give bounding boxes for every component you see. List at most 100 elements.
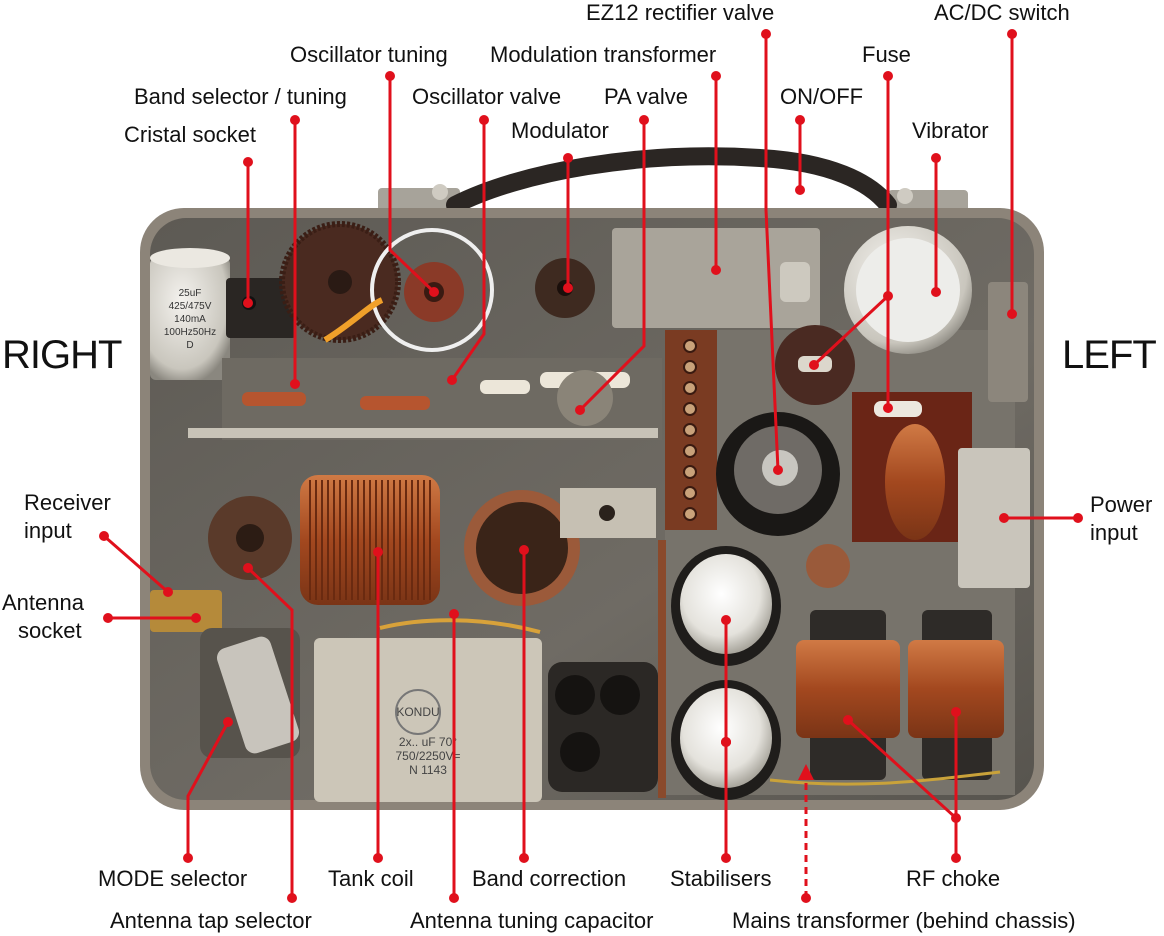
leader-mode-selector xyxy=(186,721,230,858)
label-band-selector-tuning: Band selector / tuning xyxy=(134,84,347,109)
handle-screw-right xyxy=(897,188,913,204)
leader-on-off-target-dot xyxy=(795,185,805,195)
band-switch-center xyxy=(236,524,264,552)
antenna-cap-marking: 750/2250V= xyxy=(395,749,460,763)
leader-fuse-target-dot xyxy=(809,360,819,370)
label-cristal-socket: Cristal socket xyxy=(124,122,257,147)
leader-power-input-target-dot xyxy=(999,513,1009,523)
leader-pa-valve-target-dot xyxy=(575,405,585,415)
cap-25uf-top xyxy=(150,248,230,268)
terminal-screw xyxy=(683,402,697,416)
label-modulation-transformer: Modulation transformer xyxy=(490,42,717,67)
right-side-label: RIGHT xyxy=(2,333,122,377)
leader-acdc-target-dot xyxy=(1007,309,1017,319)
leader-fuse-b-label-dot xyxy=(883,291,893,301)
leader-antenna-tap-label-dot xyxy=(287,893,297,903)
label-acdc-switch: AC/DC switch xyxy=(934,0,1070,25)
terminal-screw xyxy=(683,381,697,395)
leader-tank-coil-label-dot xyxy=(373,853,383,863)
stabiliser-top-glass xyxy=(680,554,772,654)
leader-fuse-label-dot xyxy=(883,71,893,81)
leader-stabiliser-lower-dot xyxy=(721,737,731,747)
terminal-screw xyxy=(683,465,697,479)
electrolytic-c xyxy=(560,732,600,772)
antenna-tuning-cap-box xyxy=(314,638,542,802)
leader-ez12 xyxy=(764,34,780,471)
leader-vibrator-target-dot xyxy=(931,287,941,297)
label-modulator: Modulator xyxy=(511,118,609,143)
pa-valve-socket xyxy=(557,370,613,426)
leader-antenna-socket-target-dot xyxy=(191,613,201,623)
leader-acdc-label-dot xyxy=(1007,29,1017,39)
tuning-gear-hub xyxy=(328,270,352,294)
leader-osc-tuning xyxy=(388,76,436,294)
label-antenna-socket-line2: socket xyxy=(18,618,82,643)
leader-mode-selector-target-dot xyxy=(223,717,233,727)
chassis-rail xyxy=(188,428,658,438)
label-mains-transformer: Mains transformer (behind chassis) xyxy=(732,908,1076,933)
leader-mode-selector-label-dot xyxy=(183,853,193,863)
leader-band-correction-label-dot xyxy=(519,853,529,863)
label-power-input-line2: input xyxy=(1090,520,1138,545)
leader-modulator-label-dot xyxy=(563,153,573,163)
label-power-input-line1: Power xyxy=(1090,492,1153,517)
antenna-cap-marking: KONDU xyxy=(396,705,439,719)
leader-mains-transformer-arrowhead xyxy=(798,764,814,780)
leader-mod-transformer-label-dot xyxy=(711,71,721,81)
leader-osc-valve-label-dot xyxy=(479,115,489,125)
rf-choke-right-winding xyxy=(908,640,1004,738)
left-side-label: LEFT xyxy=(1062,333,1157,377)
label-antenna-socket-line1: Antenna xyxy=(2,590,84,615)
leader-stabilisers-label-dot xyxy=(721,853,731,863)
antenna-socket-body xyxy=(150,590,222,632)
terminal-screw xyxy=(683,507,697,521)
leader-tank-coil-target-dot xyxy=(373,547,383,557)
cap-25uf-can xyxy=(150,258,230,380)
label-tank-coil: Tank coil xyxy=(328,866,414,891)
leader-on-off-label-dot xyxy=(795,115,805,125)
power-input-box xyxy=(958,448,1030,588)
label-oscillator-tuning: Oscillator tuning xyxy=(290,42,448,67)
leader-mains-transformer-label-dot xyxy=(801,893,811,903)
leader-antenna-socket-label-dot xyxy=(103,613,113,623)
wire-bottom xyxy=(769,770,1001,786)
leader-pa-valve xyxy=(578,120,646,412)
rf-choke-left-winding xyxy=(796,640,900,738)
vibrator-can-top xyxy=(856,238,960,342)
leader-rf-choke-a-target-dot xyxy=(843,715,853,725)
label-pa-valve: PA valve xyxy=(604,84,688,109)
antenna-cap-logo xyxy=(395,689,441,735)
cap-25uf-marking: 100Hz50Hz xyxy=(164,327,216,338)
leader-rf-choke-a-label-dot xyxy=(951,853,961,863)
leader-cristal-label-dot xyxy=(243,157,253,167)
resistor-row-a xyxy=(242,392,306,406)
label-oscillator-valve: Oscillator valve xyxy=(412,84,562,109)
mode-selector-cap xyxy=(216,636,300,754)
relay-round xyxy=(806,544,850,588)
leader-antenna-tap-target-dot xyxy=(243,563,253,573)
leader-antenna-cap-target-dot xyxy=(449,609,459,619)
leader-osc-tuning-label-dot xyxy=(385,71,395,81)
chassis-divider xyxy=(658,540,666,798)
leader-fuse-b-target-dot xyxy=(883,403,893,413)
acdc-switch-strip xyxy=(988,282,1028,402)
terminal-screw xyxy=(683,423,697,437)
label-fuse: Fuse xyxy=(862,42,911,67)
leader-receiver-label-dot xyxy=(99,531,109,541)
label-antenna-tuning-capacitor: Antenna tuning capacitor xyxy=(410,908,654,933)
leader-receiver xyxy=(103,534,169,594)
leader-ez12-label-dot xyxy=(761,29,771,39)
antenna-cap-marking: N 1143 xyxy=(409,763,447,777)
label-band-correction: Band correction xyxy=(472,866,627,891)
leader-antenna-cap-label-dot xyxy=(449,893,459,903)
handle-screw-left xyxy=(432,184,448,200)
power-coil xyxy=(885,424,945,540)
leader-fuse xyxy=(812,76,890,367)
leader-band-correction-target-dot xyxy=(519,545,529,555)
leader-rf-choke-b-label-dot xyxy=(951,813,961,823)
resistor-row-b xyxy=(360,396,430,410)
band-correction-bracket-hole xyxy=(599,505,615,521)
cap-25uf-marking: 425/475V xyxy=(169,301,212,312)
